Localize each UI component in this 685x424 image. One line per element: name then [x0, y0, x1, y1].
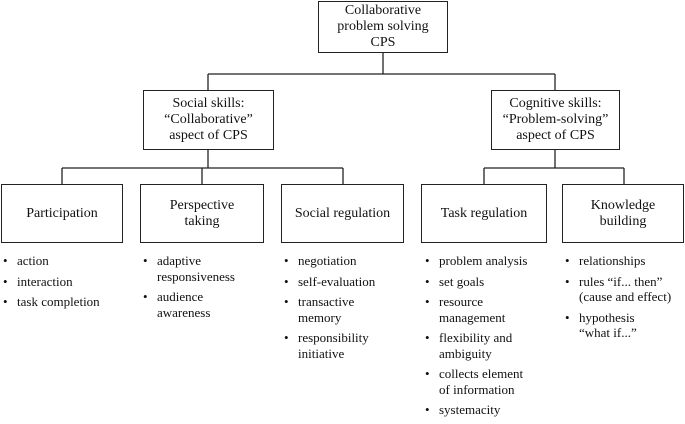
- list-item: collects element of information: [425, 366, 560, 397]
- list-item: action: [3, 253, 131, 269]
- leaf-task-regulation: Task regulation: [421, 184, 547, 243]
- list-participation: action interaction task completion: [3, 253, 131, 315]
- list-item: transactive memory: [284, 294, 414, 325]
- list-item: systemacity: [425, 402, 560, 418]
- list-item: responsibility initiative: [284, 330, 414, 361]
- branch-cognitive-label: Cognitive skills: “Problem-solving” aspe…: [502, 96, 609, 143]
- list-knowledge-building: relationships rules “if... then” (cause …: [565, 253, 685, 346]
- list-social-regulation: negotiation self-evaluation transactive …: [284, 253, 414, 366]
- list-item: task completion: [3, 294, 131, 310]
- list-item: relationships: [565, 253, 685, 269]
- list-item: audience awareness: [143, 289, 273, 320]
- list-item: resource management: [425, 294, 560, 325]
- leaf-participation: Participation: [1, 184, 123, 243]
- leaf-taskreg-label: Task regulation: [440, 205, 528, 221]
- list-item: flexibility and ambiguity: [425, 330, 560, 361]
- leaf-perspective-taking: Perspective taking: [140, 184, 264, 243]
- list-perspective-taking: adaptive responsiveness audience awarene…: [143, 253, 273, 325]
- leaf-social-regulation: Social regulation: [281, 184, 404, 243]
- leaf-knowledge-building: Knowledge building: [562, 184, 684, 243]
- branch-cognitive-skills: Cognitive skills: “Problem-solving” aspe…: [491, 90, 620, 150]
- leaf-participation-label: Participation: [26, 205, 98, 221]
- list-item: adaptive responsiveness: [143, 253, 273, 284]
- branch-social-label: Social skills: “Collaborative” aspect of…: [164, 96, 253, 143]
- list-task-regulation: problem analysis set goals resource mana…: [425, 253, 560, 423]
- list-item: rules “if... then” (cause and effect): [565, 274, 685, 305]
- root-label: Collaborative problem solving CPS: [337, 3, 429, 50]
- list-item: interaction: [3, 274, 131, 290]
- leaf-socialreg-label: Social regulation: [294, 205, 391, 221]
- branch-social-skills: Social skills: “Collaborative” aspect of…: [143, 90, 274, 150]
- leaf-knowledge-label: Knowledge building: [590, 197, 656, 229]
- leaf-perspective-label: Perspective taking: [169, 197, 235, 229]
- list-item: set goals: [425, 274, 560, 290]
- list-item: negotiation: [284, 253, 414, 269]
- list-item: problem analysis: [425, 253, 560, 269]
- list-item: self-evaluation: [284, 274, 414, 290]
- list-item: hypothesis “what if...”: [565, 310, 685, 341]
- root-node: Collaborative problem solving CPS: [318, 1, 448, 53]
